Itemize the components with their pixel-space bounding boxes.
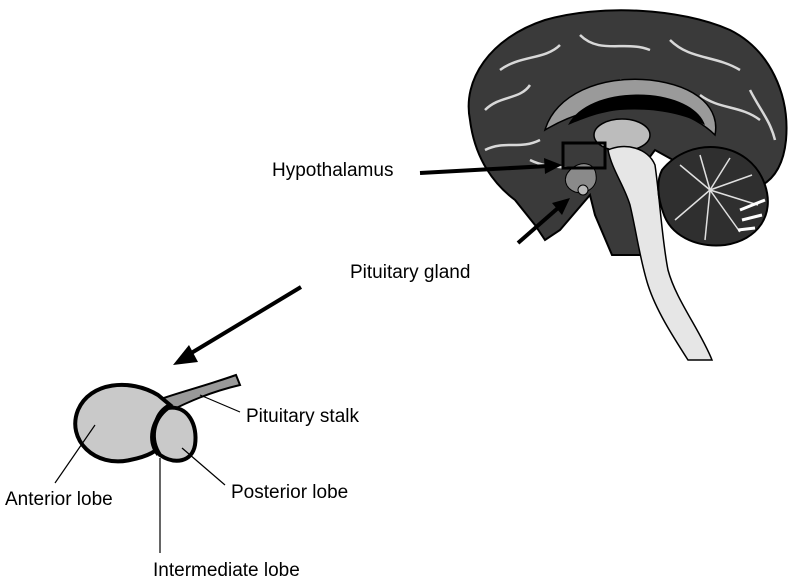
hypothalamus-label: Hypothalamus [272,161,393,180]
pituitary-stalk-label: Pituitary stalk [246,407,359,426]
posterior-lobe-label: Posterior lobe [231,483,348,502]
cerebellum [658,147,768,245]
anterior-lobe-label: Anterior lobe [5,490,113,509]
pituitary-detail [55,375,240,553]
intermediate-lobe-label: Intermediate lobe [153,561,300,580]
brain-illustration [469,10,787,360]
pituitary-gland-label: Pituitary gland [350,263,470,282]
